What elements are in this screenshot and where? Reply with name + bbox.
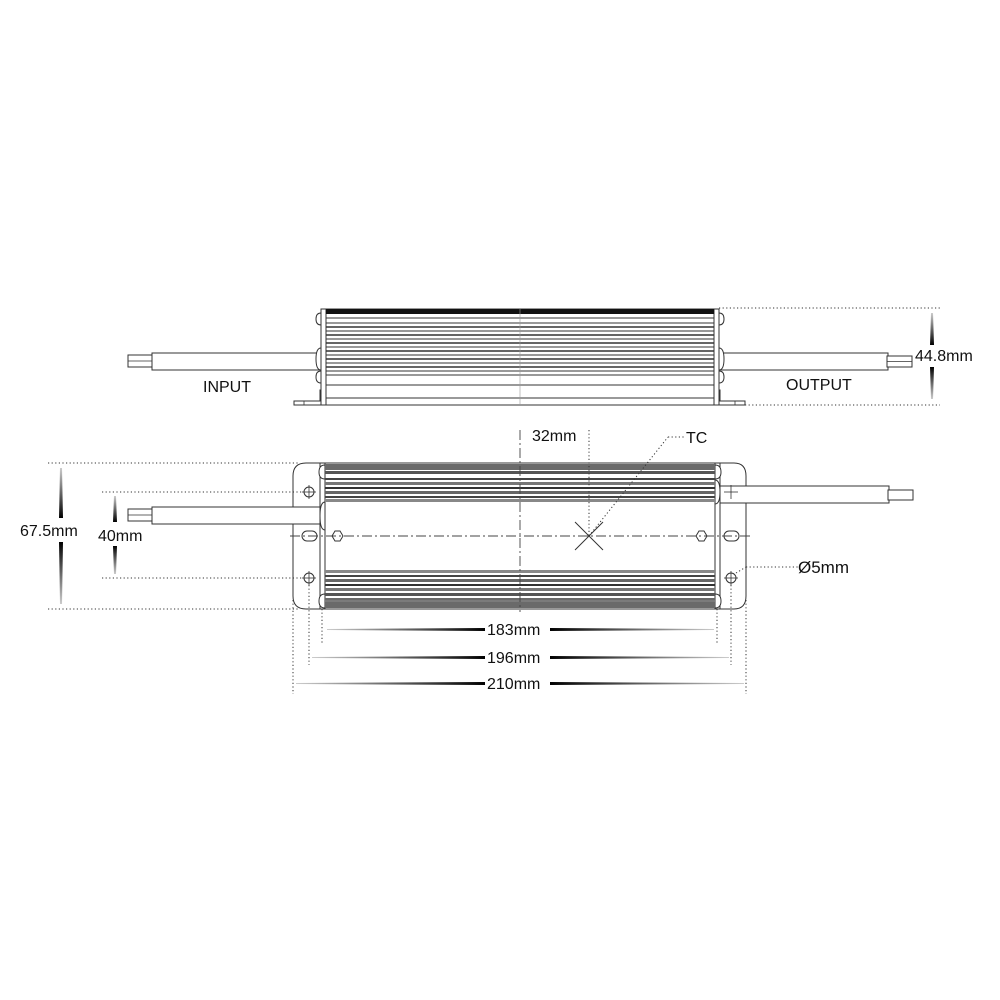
output-label: OUTPUT	[786, 377, 852, 394]
input-label: INPUT	[203, 379, 251, 396]
plan-view: TC 32mm 67.5mm 40mm Ø5mm 183mm 196	[20, 428, 914, 694]
body-length-label: 183mm	[487, 622, 540, 639]
width-dimension-label: 67.5mm	[20, 523, 78, 540]
right-mounting-foot	[715, 389, 746, 406]
tc-marker: TC 32mm	[532, 428, 707, 551]
hole-spacing-label: 40mm	[98, 528, 142, 545]
side-body	[325, 308, 715, 406]
plan-output-cable	[718, 485, 914, 504]
hole-diameter-label: Ø5mm	[798, 558, 849, 577]
left-mounting-foot	[293, 389, 325, 406]
input-cable	[127, 352, 323, 371]
tc-offset-label: 32mm	[532, 428, 576, 445]
overall-length-label: 210mm	[487, 676, 540, 693]
hole-length-label: 196mm	[487, 650, 540, 667]
tc-label: TC	[686, 430, 707, 447]
plan-input-cable	[127, 506, 321, 525]
output-cable	[717, 352, 913, 371]
height-dimension-label: 44.8mm	[915, 348, 973, 365]
side-view: 44.8mm INPUT OUTPUT	[127, 307, 973, 406]
